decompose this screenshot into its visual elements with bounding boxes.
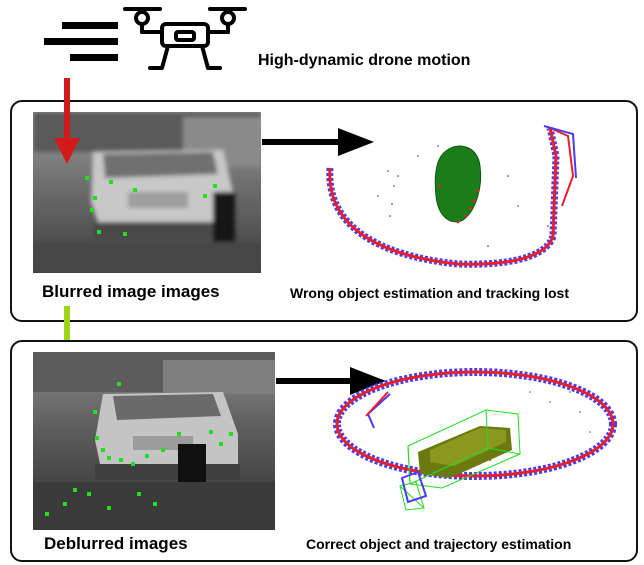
header-caption: High-dynamic drone motion xyxy=(258,52,471,69)
wrong-estimation-caption: Wrong object estimation and tracking los… xyxy=(290,285,569,301)
correct-estimation-visualization xyxy=(330,362,620,512)
right-arrow-icon xyxy=(262,128,374,156)
deblurred-car-image xyxy=(33,352,275,530)
deblurred-image-caption: Deblurred images xyxy=(44,534,188,553)
correct-estimation-caption: Correct object and trajectory estimation xyxy=(306,536,572,552)
blurred-image-caption: Blurred image images xyxy=(42,282,220,301)
wrong-estimation-visualization xyxy=(318,116,588,276)
right-arrow-icon xyxy=(276,367,386,395)
speed-lines-icon xyxy=(40,16,120,72)
drone-icon xyxy=(120,2,250,77)
red-arrow-icon xyxy=(52,78,82,166)
